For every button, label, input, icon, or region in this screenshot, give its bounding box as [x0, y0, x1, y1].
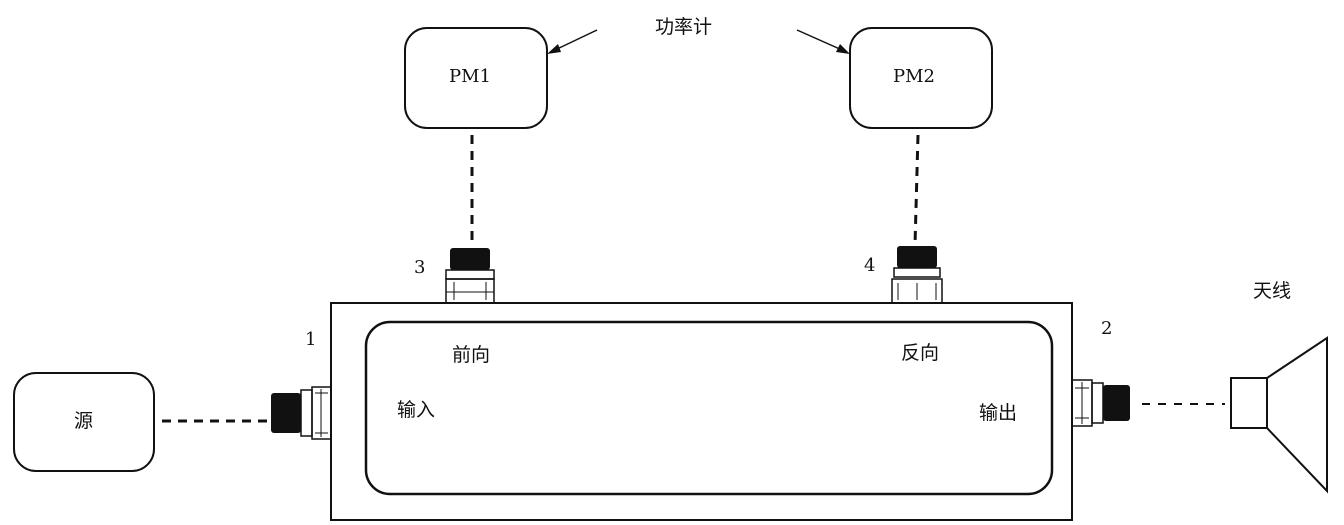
port4-number: 4: [864, 255, 876, 276]
pm1-box: [404, 27, 548, 129]
port4-connector: [891, 246, 943, 304]
pm2-leader-arrow: [796, 29, 850, 54]
reverse-label: 反向: [901, 342, 940, 364]
coupler-outer-body: [330, 302, 1073, 521]
power-meter-label: 功率计: [655, 16, 713, 38]
port2-connector: [1071, 379, 1130, 427]
pm2-cable: [913, 134, 920, 246]
source-label: 源: [74, 410, 94, 432]
antenna-label: 天线: [1253, 280, 1292, 302]
pm2-box: [849, 27, 993, 129]
pm2-label: PM2: [893, 66, 935, 87]
pm1-label: PM1: [449, 66, 491, 87]
port3-connector: [445, 248, 495, 304]
pm1-leader-arrow: [547, 29, 598, 54]
antenna-horn-icon: [1230, 336, 1328, 494]
port1-connector: [271, 386, 332, 440]
source-box: [13, 372, 155, 472]
port2-number: 2: [1101, 318, 1113, 339]
port3-number: 3: [414, 257, 426, 278]
coupler-inner-body: [364, 320, 1054, 496]
forward-label: 前向: [452, 344, 491, 366]
input-label: 输入: [397, 399, 436, 421]
output-label: 输出: [979, 402, 1018, 424]
port1-number: 1: [305, 329, 317, 350]
